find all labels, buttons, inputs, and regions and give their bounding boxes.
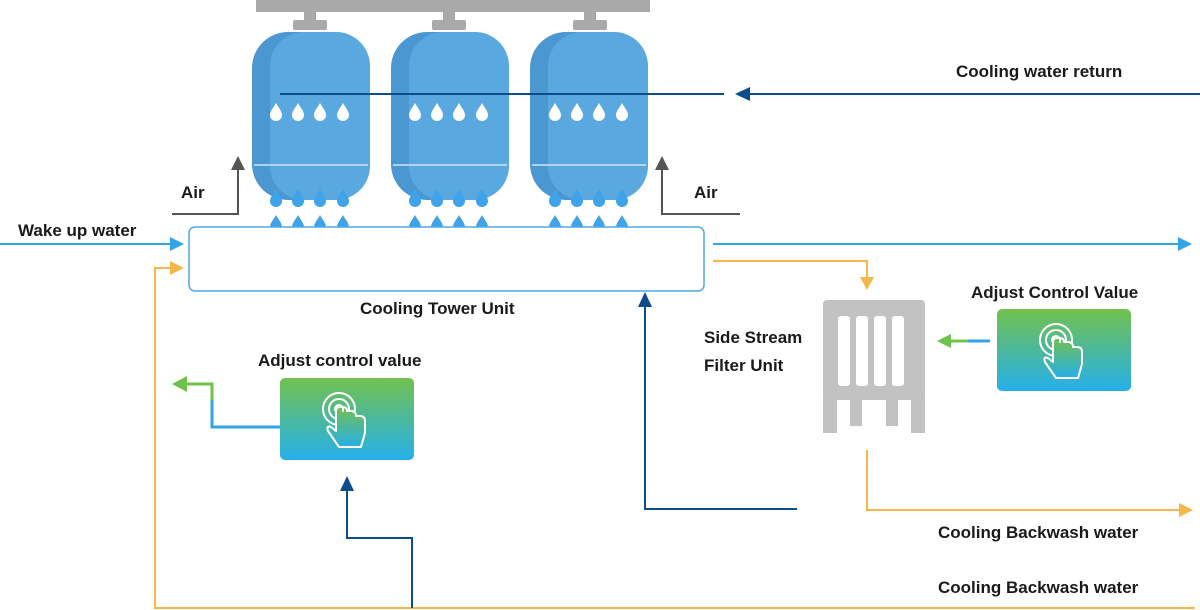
side-stream-label: Side Stream xyxy=(704,328,803,347)
water-droplet-icon xyxy=(616,189,628,207)
water-tank-icon xyxy=(391,32,509,200)
water-droplet-icon xyxy=(270,189,282,207)
water-droplet-icon xyxy=(593,103,605,121)
cooling-backwash-water-label-1: Cooling Backwash water xyxy=(938,523,1139,542)
adjust-control-value-left-label: Adjust control value xyxy=(258,351,422,370)
adjust-control-box-left[interactable] xyxy=(280,378,414,460)
cooling-water-return-label: Cooling water return xyxy=(956,62,1123,81)
adjust-control-box-right[interactable] xyxy=(997,309,1131,391)
water-droplet-icon xyxy=(616,103,628,121)
wake-up-water-label: Wake up water xyxy=(18,221,137,240)
air-arrow-left xyxy=(172,156,245,215)
filter-unit-icon xyxy=(823,300,925,433)
air-arrow-right xyxy=(655,156,740,215)
water-tank-icon xyxy=(252,32,370,200)
backwash-loop-line xyxy=(154,261,1195,609)
water-droplet-icon xyxy=(409,189,421,207)
adjust-control-value-right-label: Adjust Control Value xyxy=(971,283,1139,302)
water-droplet-icon xyxy=(314,189,326,207)
air-label-right: Air xyxy=(694,183,718,202)
water-droplet-icon xyxy=(476,103,488,121)
water-droplet-icon xyxy=(549,189,561,207)
water-droplet-icon xyxy=(431,189,443,207)
outlet-line xyxy=(713,237,1192,251)
water-droplet-icon xyxy=(571,103,583,121)
water-droplet-icon xyxy=(292,189,304,207)
water-droplet-icon xyxy=(314,103,326,121)
control-to-filter-arrow xyxy=(937,334,990,348)
water-droplet-icon xyxy=(476,189,488,207)
water-droplet-icon xyxy=(593,189,605,207)
water-droplet-icon xyxy=(270,103,282,121)
cooling-water-return-line xyxy=(280,87,1200,101)
air-label-left: Air xyxy=(181,183,205,202)
wake-up-water-line xyxy=(0,237,184,251)
control-output-arrow xyxy=(172,376,281,429)
filter-unit-label: Filter Unit xyxy=(704,356,784,375)
water-droplet-icon xyxy=(409,103,421,121)
water-droplet-icon xyxy=(337,103,349,121)
water-droplet-icon xyxy=(337,189,349,207)
touch-hand-icon xyxy=(322,392,366,448)
filter-backwash-line xyxy=(866,450,1193,517)
water-droplet-icon xyxy=(453,103,465,121)
touch-hand-icon xyxy=(1039,323,1083,379)
water-tank-icon xyxy=(530,32,648,200)
header-manifold xyxy=(256,0,650,30)
cooling-backwash-water-label-2: Cooling Backwash water xyxy=(938,578,1139,597)
water-droplet-icon xyxy=(571,189,583,207)
cooling-tower-unit-label: Cooling Tower Unit xyxy=(360,299,515,318)
cooling-tower-unit-box xyxy=(188,226,705,292)
tower-to-filter-line xyxy=(713,260,874,290)
water-droplet-icon xyxy=(453,189,465,207)
water-droplet-icon xyxy=(431,103,443,121)
control-feed-line xyxy=(340,476,413,608)
water-droplet-icon xyxy=(549,103,561,121)
water-droplet-icon xyxy=(292,103,304,121)
filter-return-line xyxy=(638,292,797,510)
